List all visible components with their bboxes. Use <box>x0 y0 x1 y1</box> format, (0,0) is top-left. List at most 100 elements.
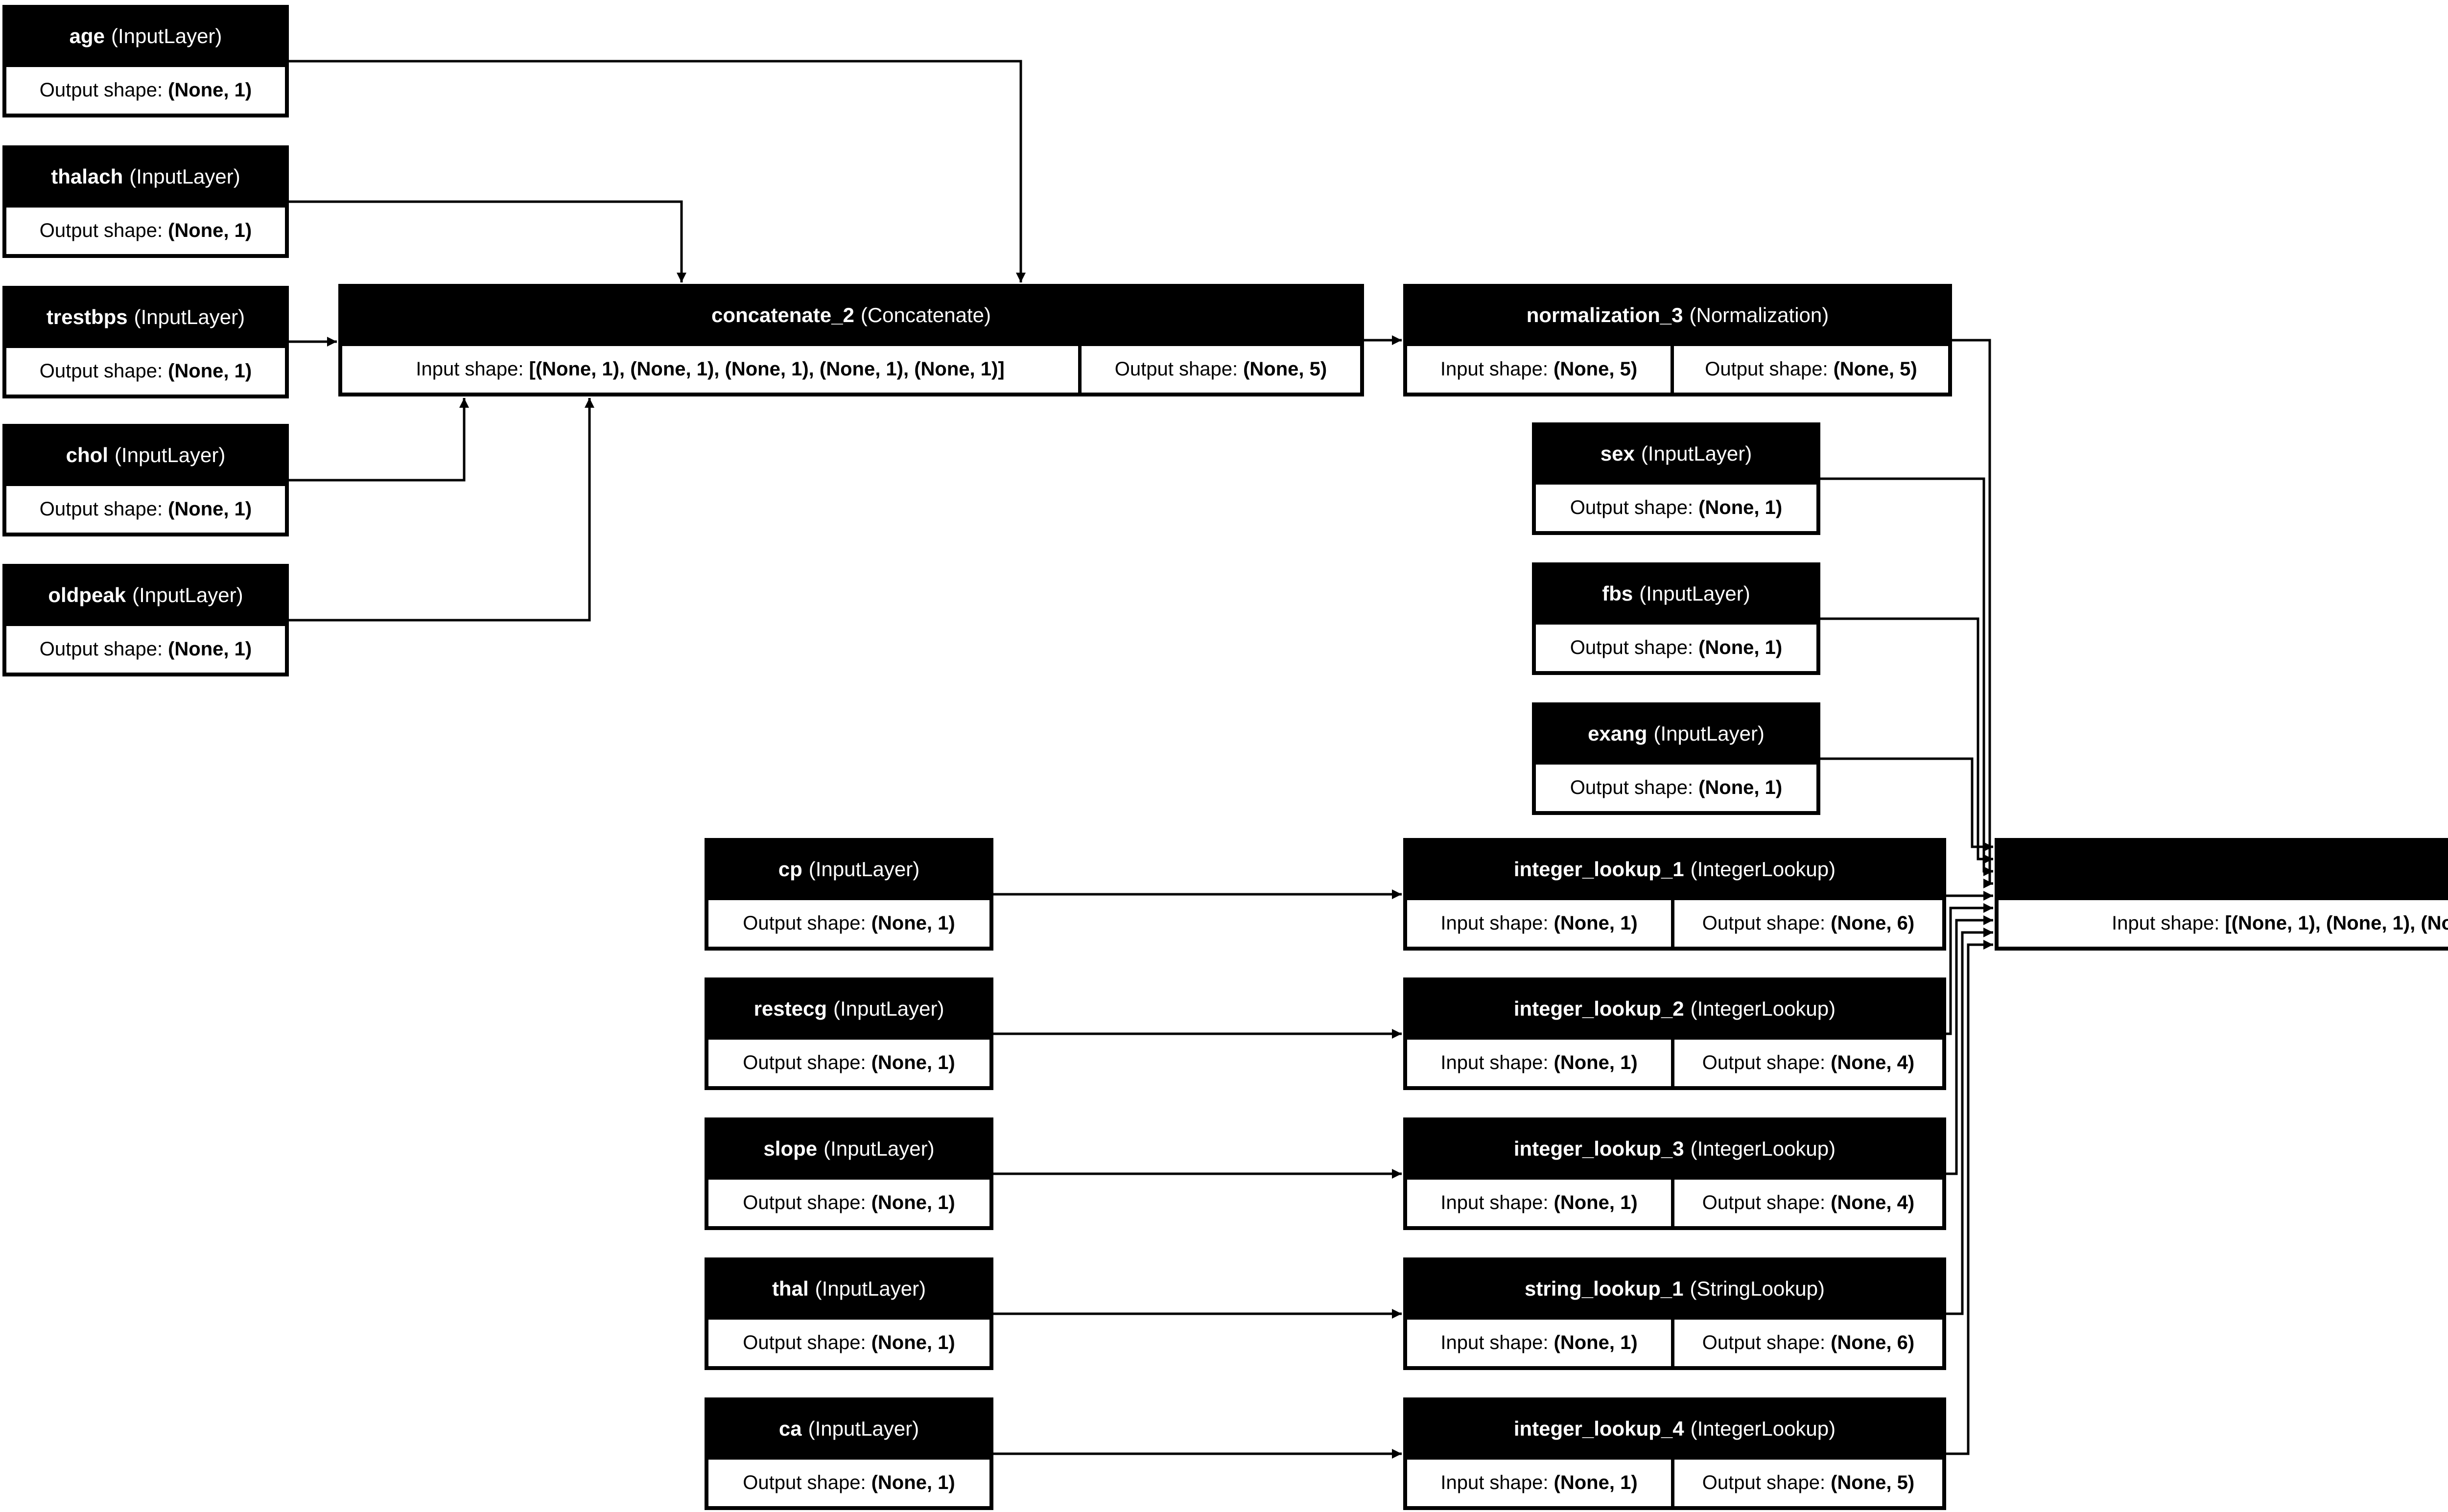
output-shape-cell: Output shape: (None, 1) <box>708 1180 989 1226</box>
edge-exang-to-concatenate_3 <box>1820 757 1993 852</box>
node-body: Output shape: (None, 1) <box>6 486 285 533</box>
output-shape-value: (None, 1) <box>871 1052 955 1073</box>
node-body: Input shape: [(None, 1), (None, 1), (Non… <box>1999 900 2448 947</box>
output-shape-label: Output shape: <box>39 220 163 241</box>
output-shape-value: (None, 4) <box>1831 1052 1915 1073</box>
node-title: integer_lookup_4 (IntegerLookup) <box>1403 1397 1946 1460</box>
output-shape-label: Output shape: <box>39 79 163 101</box>
input-shape-label: Input shape: <box>1440 1332 1549 1353</box>
input-shape-cell: Input shape: (None, 1) <box>1407 1180 1671 1226</box>
input-shape-cell: Input shape: [(None, 1), (None, 1), (Non… <box>342 346 1078 393</box>
node-body: Input shape: (None, 5) Output shape: (No… <box>1407 346 1948 393</box>
output-shape-label: Output shape: <box>1114 358 1238 380</box>
node-integer_lookup_1: integer_lookup_1 (IntegerLookup) Input s… <box>1403 838 1946 951</box>
node-exang: exang (InputLayer) Output shape: (None, … <box>1532 702 1820 815</box>
node-thal: thal (InputLayer) Output shape: (None, 1… <box>705 1257 993 1370</box>
output-shape-value: (None, 1) <box>871 1332 955 1353</box>
node-thalach: thalach (InputLayer) Output shape: (None… <box>2 145 289 258</box>
node-title: chol (InputLayer) <box>2 424 289 486</box>
node-title: concatenate_2 (Concatenate) <box>338 284 1364 346</box>
layer-name: fbs <box>1602 582 1633 605</box>
output-shape-cell: Output shape: (None, 1) <box>6 208 285 254</box>
output-shape-cell: Output shape: (None, 1) <box>708 1460 989 1506</box>
input-shape-cell: Input shape: (None, 1) <box>1407 1040 1671 1086</box>
output-shape-value: (None, 1) <box>168 638 252 660</box>
output-shape-label: Output shape: <box>1702 1052 1826 1073</box>
node-title: string_lookup_1 (StringLookup) <box>1403 1257 1946 1320</box>
node-title: thalach (InputLayer) <box>2 145 289 208</box>
node-title: integer_lookup_2 (IntegerLookup) <box>1403 977 1946 1040</box>
node-slope: slope (InputLayer) Output shape: (None, … <box>705 1117 993 1230</box>
layer-type: (IntegerLookup) <box>1690 1137 1836 1160</box>
input-shape-label: Input shape: <box>1440 358 1549 380</box>
output-shape-value: (None, 1) <box>168 498 252 520</box>
output-shape-cell: Output shape: (None, 1) <box>6 626 285 673</box>
output-shape-value: (None, 5) <box>1833 358 1917 380</box>
input-shape-value: (None, 1) <box>1554 1332 1638 1353</box>
output-shape-label: Output shape: <box>39 498 163 520</box>
node-body: Output shape: (None, 1) <box>708 1040 989 1086</box>
output-shape-label: Output shape: <box>1702 1192 1826 1213</box>
node-title: sex (InputLayer) <box>1532 422 1820 485</box>
node-body: Output shape: (None, 1) <box>1536 625 1816 671</box>
layer-type: (InputLayer) <box>808 857 920 881</box>
input-shape-cell: Input shape: (None, 1) <box>1407 900 1671 947</box>
output-shape-value: (None, 6) <box>1831 1332 1915 1353</box>
node-title: concatenate_3 (Concatenate) <box>1995 838 2448 900</box>
input-shape-value: (None, 1) <box>1554 1192 1638 1213</box>
layer-name: concatenate_2 <box>711 303 854 326</box>
node-body: Output shape: (None, 1) <box>6 626 285 673</box>
node-title: slope (InputLayer) <box>705 1117 993 1180</box>
node-body: Output shape: (None, 1) <box>708 1320 989 1366</box>
output-shape-label: Output shape: <box>1570 497 1694 518</box>
node-sex: sex (InputLayer) Output shape: (None, 1) <box>1532 422 1820 535</box>
output-shape-label: Output shape: <box>1702 912 1826 934</box>
node-trestbps: trestbps (InputLayer) Output shape: (Non… <box>2 286 289 398</box>
output-shape-value: (None, 1) <box>168 220 252 241</box>
output-shape-cell: Output shape: (None, 4) <box>1674 1180 1942 1226</box>
input-shape-value: (None, 1) <box>1554 1052 1638 1073</box>
output-shape-value: (None, 1) <box>168 360 252 382</box>
node-concatenate_3: concatenate_3 (Concatenate) Input shape:… <box>1995 838 2448 951</box>
node-cp: cp (InputLayer) Output shape: (None, 1) <box>705 838 993 951</box>
output-shape-cell: Output shape: (None, 1) <box>1536 485 1816 531</box>
output-shape-cell: Output shape: (None, 6) <box>1674 900 1942 947</box>
node-body: Output shape: (None, 1) <box>6 67 285 114</box>
layer-name: exang <box>1588 721 1648 745</box>
output-shape-label: Output shape: <box>1702 1332 1826 1353</box>
node-body: Output shape: (None, 1) <box>6 348 285 395</box>
output-shape-label: Output shape: <box>39 360 163 382</box>
node-concatenate_2: concatenate_2 (Concatenate) Input shape:… <box>338 284 1364 396</box>
input-shape-value: (None, 1) <box>1554 912 1638 934</box>
node-ca: ca (InputLayer) Output shape: (None, 1) <box>705 1397 993 1510</box>
input-shape-value: (None, 1) <box>1554 1472 1638 1493</box>
node-integer_lookup_2: integer_lookup_2 (IntegerLookup) Input s… <box>1403 977 1946 1090</box>
layer-name: thalach <box>51 164 123 188</box>
layer-name: cp <box>778 857 802 881</box>
edge-string_lookup_1-to-concatenate_3 <box>1946 928 1993 1315</box>
layer-name: restecg <box>753 997 827 1020</box>
layer-name: integer_lookup_1 <box>1513 857 1684 881</box>
node-title: ca (InputLayer) <box>705 1397 993 1460</box>
output-shape-label: Output shape: <box>1705 358 1828 380</box>
edge-integer_lookup_2-to-concatenate_3 <box>1946 903 1993 1035</box>
output-shape-cell: Output shape: (None, 1) <box>6 67 285 114</box>
layer-name: thal <box>772 1277 809 1300</box>
node-body: Input shape: [(None, 1), (None, 1), (Non… <box>342 346 1360 393</box>
node-title: oldpeak (InputLayer) <box>2 564 289 626</box>
layer-type: (InputLayer) <box>1639 582 1750 605</box>
output-shape-cell: Output shape: (None, 1) <box>1536 625 1816 671</box>
layer-type: (InputLayer) <box>134 305 245 328</box>
input-shape-label: Input shape: <box>1440 1052 1549 1073</box>
output-shape-value: (None, 1) <box>871 1192 955 1213</box>
node-title: cp (InputLayer) <box>705 838 993 900</box>
output-shape-cell: Output shape: (None, 4) <box>1674 1040 1942 1086</box>
input-shape-value: (None, 5) <box>1554 358 1638 380</box>
layer-type: (InputLayer) <box>132 583 243 606</box>
layer-type: (IntegerLookup) <box>1690 857 1836 881</box>
node-fbs: fbs (InputLayer) Output shape: (None, 1) <box>1532 562 1820 675</box>
layer-name: trestbps <box>46 305 128 328</box>
input-shape-value: [(None, 1), (None, 1), (None, 1), (None,… <box>529 358 1005 380</box>
output-shape-cell: Output shape: (None, 1) <box>708 900 989 947</box>
